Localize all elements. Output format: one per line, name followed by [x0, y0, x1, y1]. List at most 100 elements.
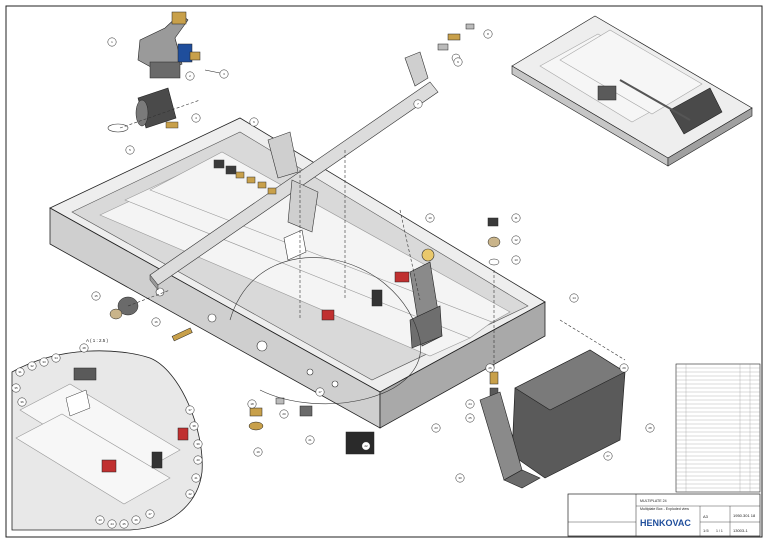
balloon-number: 40 [196, 458, 200, 462]
balloon-number: 22 [364, 444, 368, 448]
balloon-circle [189, 421, 199, 431]
balloon-circle [185, 489, 195, 499]
balloon-circle [455, 473, 465, 483]
balloon-number: 46 [134, 518, 138, 522]
balloon-circle [465, 413, 475, 423]
balloon-number: 36 [20, 400, 24, 404]
frame-right-side [379, 301, 546, 429]
sheet-number: 1 / 1 [716, 529, 723, 533]
company-logo: HENKOVAC [640, 518, 691, 528]
balloon-number: 41 [194, 476, 198, 480]
balloon-circle [125, 145, 135, 155]
balloon-circle [247, 399, 257, 409]
balloon-circle [305, 435, 315, 445]
detail-label: A ( 1 : 2.5 ) [86, 338, 109, 343]
balloon-number: 23 [434, 426, 438, 430]
main-assembly [49, 51, 546, 429]
label-plate [283, 229, 307, 261]
drawing-number: 1950.301 18 [733, 513, 756, 518]
balloon-number: 15 [94, 294, 98, 298]
front-side-holes [155, 287, 339, 388]
balloon-circle [425, 213, 435, 223]
balloon-circle [193, 439, 203, 449]
scale-text: 1:5 [703, 528, 709, 533]
balloon-circle [17, 397, 27, 407]
bom-table [675, 363, 761, 493]
brass-fittings [213, 159, 277, 195]
balloon-number: 21 [308, 438, 312, 442]
valve-assembly [107, 11, 226, 133]
balloon-number: 2 [189, 74, 191, 78]
balloon-number: 35 [14, 386, 18, 390]
balloon-circle [131, 515, 141, 525]
balloon-circle [219, 69, 229, 79]
brass-coupling [421, 248, 435, 262]
balloon-number: 24 [468, 402, 472, 406]
balloon-number: 7 [417, 102, 419, 106]
balloon-number: 6 [253, 120, 255, 124]
balloon-circle [107, 37, 117, 47]
balloon-circle [645, 423, 655, 433]
balloon-circle [79, 343, 89, 353]
balloon-circle [91, 291, 101, 301]
balloon-number: 33 [42, 360, 46, 364]
balloon-circle [11, 383, 21, 393]
revision-text: A3 [703, 514, 709, 519]
balloon-circle [95, 515, 105, 525]
balloon-number: 13 [514, 258, 518, 262]
thumbnail-view [511, 15, 753, 167]
leader-lines [119, 99, 626, 370]
balloon-number: 25 [468, 416, 472, 420]
balloon-number: 48 [82, 346, 86, 350]
balloon-circle [119, 519, 129, 529]
balloon-number: 30 [458, 476, 462, 480]
balloon-circle [485, 363, 495, 373]
balloon-circle [191, 473, 201, 483]
balloon-number: 27 [606, 454, 610, 458]
balloon-number: 4 [195, 116, 197, 120]
balloon-circle [603, 451, 613, 461]
balloon-circle [185, 71, 195, 81]
balloon-number: 29 [622, 366, 626, 370]
balloon-circle [483, 29, 493, 39]
balloon-number: 31 [18, 370, 22, 374]
balloon-circle [279, 409, 289, 419]
balloon-number: 17 [318, 390, 322, 394]
small-parts-top [437, 23, 475, 63]
balloon-circle [315, 387, 325, 397]
detail-view-a: A ( 1 : 2.5 ) [11, 338, 203, 531]
tank-assembly [479, 349, 626, 489]
balloon-number: 44 [110, 522, 114, 526]
balloon-circle [185, 405, 195, 415]
red-components [321, 271, 410, 321]
balloon-circle [107, 519, 117, 529]
balloon-number: 37 [188, 408, 192, 412]
title-line-2: Multiplate Box - Exploded view [640, 507, 689, 511]
balloon-number: 32 [30, 364, 34, 368]
overhead-pipe [149, 51, 439, 291]
balloon-circle [465, 399, 475, 409]
balloon-number: 20 [282, 412, 286, 416]
balloon-number: 8 [487, 32, 489, 36]
balloon-number: 19 [256, 450, 260, 454]
balloon-number: 16 [154, 320, 158, 324]
balloon-circle [253, 447, 263, 457]
balloon-circle [145, 509, 155, 519]
part-code: 13003-1 [733, 528, 748, 533]
balloon-number: 10 [428, 216, 432, 220]
balloon-number: 28 [648, 426, 652, 430]
sheet-border [5, 5, 763, 538]
balloon-circle [511, 255, 521, 265]
balloon-number: 3 [223, 72, 225, 76]
balloon-number: 26 [488, 366, 492, 370]
balloon-circle [15, 367, 25, 377]
balloon-number: 47 [148, 512, 152, 516]
balloon-circle [431, 423, 441, 433]
balloon-number: 14 [572, 296, 576, 300]
balloon-number: 5 [129, 148, 131, 152]
balloon-circle [27, 361, 37, 371]
balloon-circle [51, 353, 61, 363]
